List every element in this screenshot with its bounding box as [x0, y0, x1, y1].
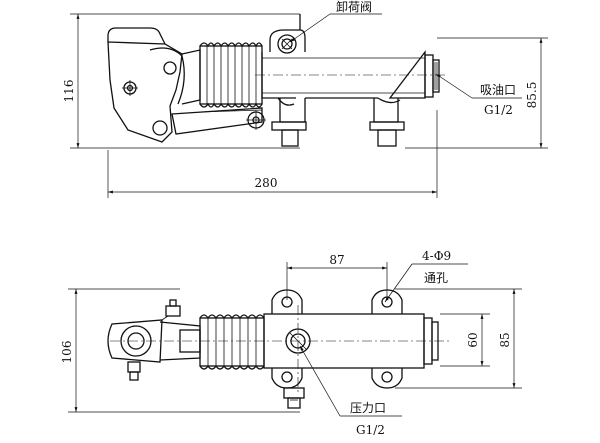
- bellows-side: [199, 42, 263, 108]
- holes-note: 通孔: [424, 271, 448, 285]
- suction-port-label: 吸油口: [480, 83, 516, 97]
- pressure-port-callout: 压力口 G1/2: [299, 345, 402, 437]
- handle-clevis-plan: [107, 299, 201, 381]
- dim-label-106: 106: [60, 341, 74, 364]
- holes-label: 4-Φ9: [422, 249, 451, 263]
- dim-width-280: 280: [107, 110, 438, 198]
- suction-port-callout: 吸油口 G1/2: [435, 73, 522, 117]
- dim-label-280: 280: [255, 176, 278, 190]
- dim-height-60: 60: [440, 313, 490, 367]
- pressure-port-thread: G1/2: [356, 423, 385, 437]
- pump-body-side: [255, 50, 448, 99]
- dim-label-85: 85: [498, 332, 512, 347]
- lever-mechanism-side: [107, 27, 266, 143]
- dim-label-60: 60: [466, 332, 480, 347]
- bellows-plan: [199, 314, 265, 370]
- dim-label-116: 116: [62, 80, 76, 103]
- pressure-fitting-plan: [283, 387, 305, 409]
- bottom-view: 87 4-Φ9 通孔 106 60 85: [60, 249, 522, 437]
- suction-port-thread: G1/2: [484, 103, 513, 117]
- pressure-port-plan: [285, 328, 311, 354]
- dim-height-85: 85: [395, 288, 522, 389]
- relief-valve-label: 卸荷阀: [336, 0, 372, 14]
- dim-height-106: 106: [60, 288, 300, 413]
- holes-callout: 4-Φ9 通孔: [384, 249, 468, 303]
- relief-valve: [269, 14, 306, 54]
- dim-label-87: 87: [329, 253, 344, 267]
- dim-label-85-5: 85.5: [525, 82, 539, 109]
- top-view: 116 280 85.5: [62, 0, 548, 198]
- relief-valve-callout: 卸荷阀: [289, 0, 382, 43]
- dim-hole-spacing-87: 87: [286, 253, 388, 300]
- pressure-port-label: 压力口: [350, 401, 386, 415]
- dim-height-116: 116: [62, 13, 300, 149]
- mounting-feet-side: [271, 97, 405, 147]
- dim-height-85-5: 85.5: [405, 37, 548, 149]
